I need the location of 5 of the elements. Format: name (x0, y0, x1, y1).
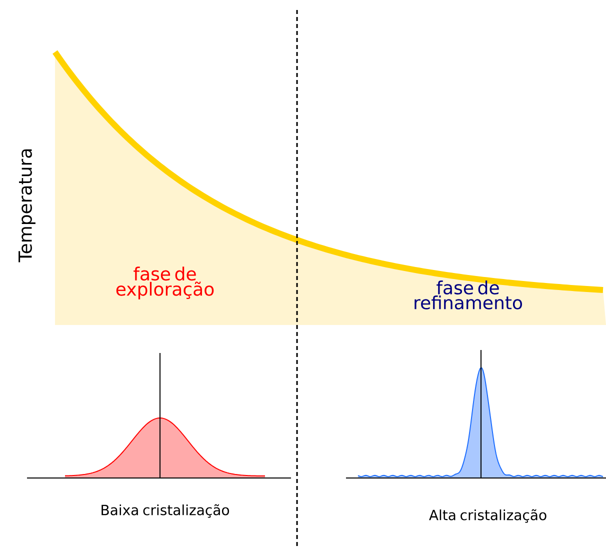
phase-label: fase de exploração (116, 266, 214, 300)
caption: Alta cristalização (429, 509, 546, 523)
phase-label: fase de refinamento (414, 280, 522, 310)
axis-label: Temperatura (18, 149, 36, 262)
caption: Baixa cristalização (102, 504, 230, 518)
